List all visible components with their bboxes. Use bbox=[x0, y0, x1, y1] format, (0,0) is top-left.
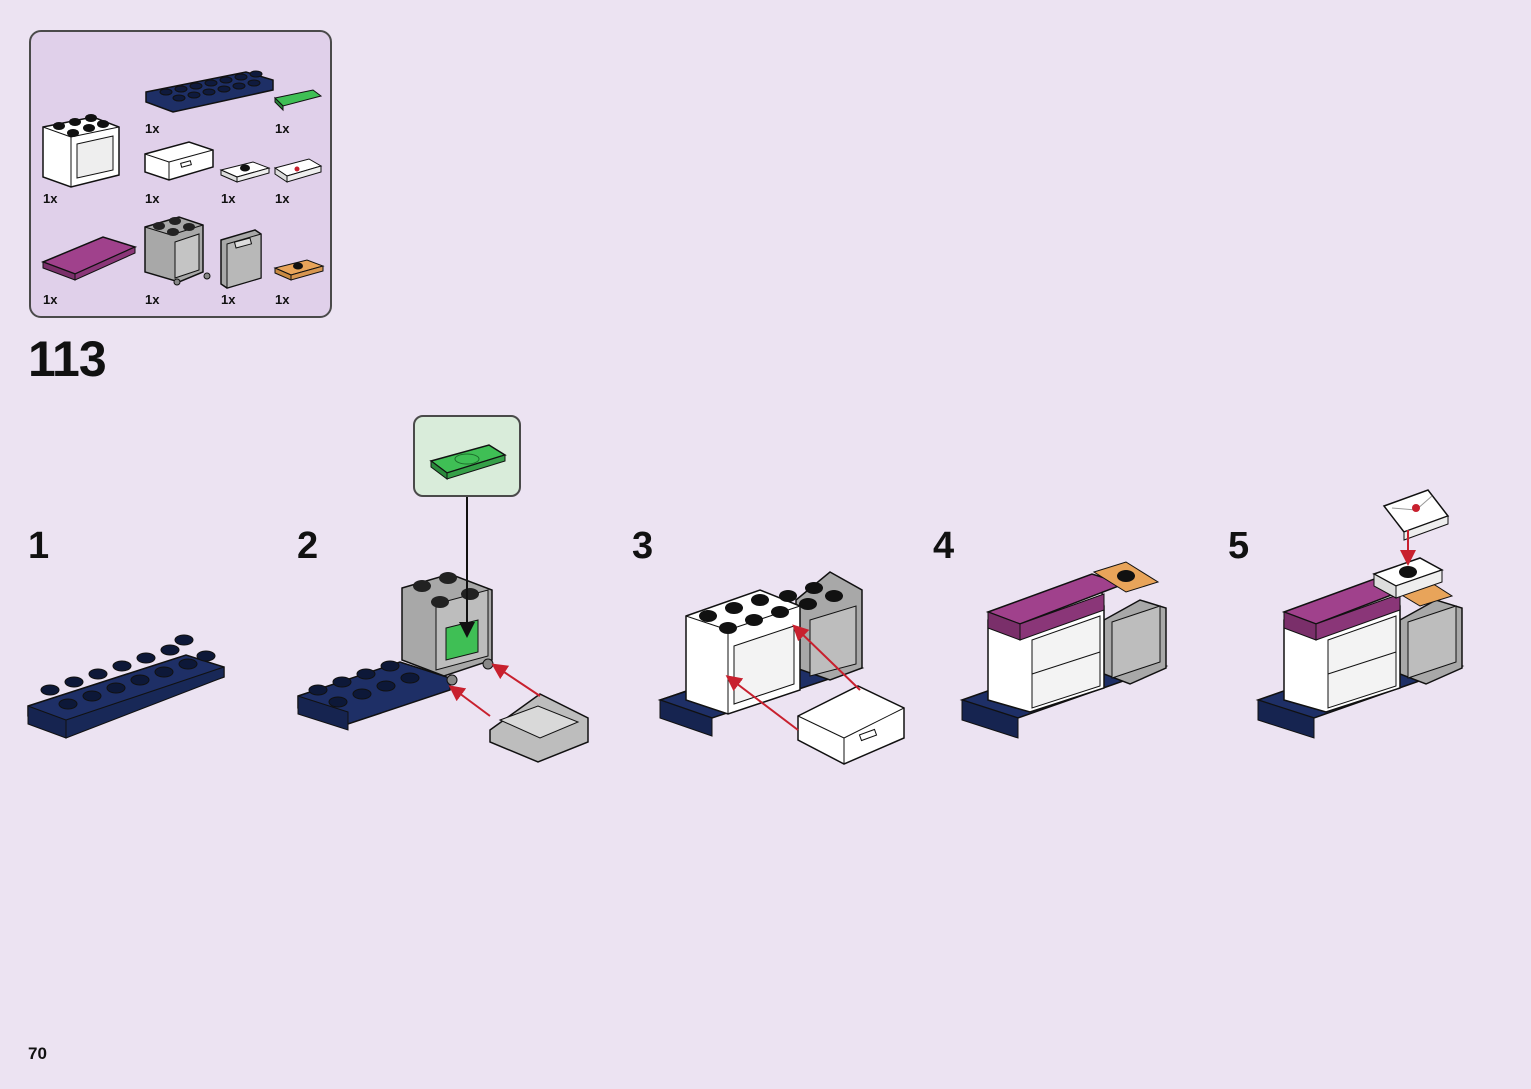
page-number: 70 bbox=[28, 1044, 47, 1064]
step-4-build bbox=[962, 562, 1166, 738]
step-3-build bbox=[660, 572, 904, 764]
step-2-build bbox=[298, 497, 588, 762]
step-1-plate bbox=[28, 635, 224, 738]
assembly-arrow-icon bbox=[498, 668, 540, 696]
step-5-build bbox=[1258, 490, 1462, 738]
assembly-arrow-icon bbox=[455, 690, 490, 716]
